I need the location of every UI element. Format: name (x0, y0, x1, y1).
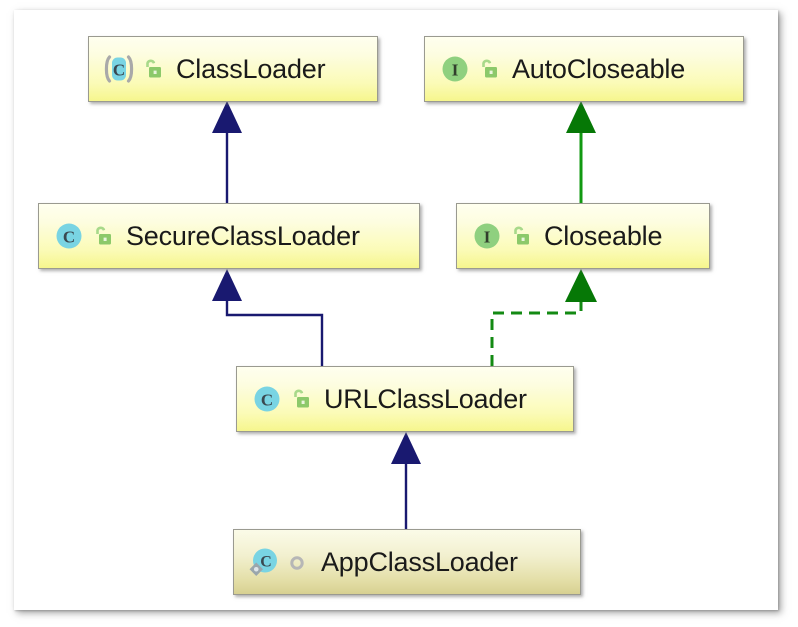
inner-class-icon: C (247, 545, 281, 579)
class-icon: C (250, 382, 284, 416)
node-label: ClassLoader (176, 53, 326, 84)
interface-icon: I (470, 219, 504, 253)
node-appclassloader[interactable]: C AppClassLoader (233, 529, 581, 595)
default-visibility-icon (284, 549, 310, 575)
unlock-public-icon (139, 56, 165, 82)
unlock-public-icon (507, 223, 533, 249)
unlock-public-icon (89, 223, 115, 249)
unlock-public-icon (475, 56, 501, 82)
unlock-public-icon (287, 386, 313, 412)
interface-icon: I (438, 52, 472, 86)
diagram-canvas (14, 10, 778, 610)
class-icon: C (52, 219, 86, 253)
node-closeable[interactable]: I Closeable (456, 203, 710, 269)
svg-text:C: C (261, 391, 273, 410)
node-label: AppClassLoader (321, 546, 518, 577)
node-autocloseable[interactable]: I AutoCloseable (424, 36, 744, 102)
node-label: Closeable (544, 220, 663, 251)
svg-text:C: C (113, 61, 125, 80)
node-label: URLClassLoader (324, 383, 527, 414)
node-secureclassloader[interactable]: C SecureClassLoader (38, 203, 420, 269)
node-urlclassloader[interactable]: C URLClassLoader (236, 366, 574, 432)
svg-text:I: I (452, 61, 459, 80)
abstract-class-icon: C (102, 52, 136, 86)
svg-text:C: C (63, 228, 75, 247)
node-classloader[interactable]: C ClassLoader (88, 36, 378, 102)
node-label: SecureClassLoader (126, 220, 360, 251)
node-label: AutoCloseable (512, 53, 686, 84)
svg-text:C: C (260, 554, 272, 571)
svg-text:I: I (484, 228, 491, 247)
